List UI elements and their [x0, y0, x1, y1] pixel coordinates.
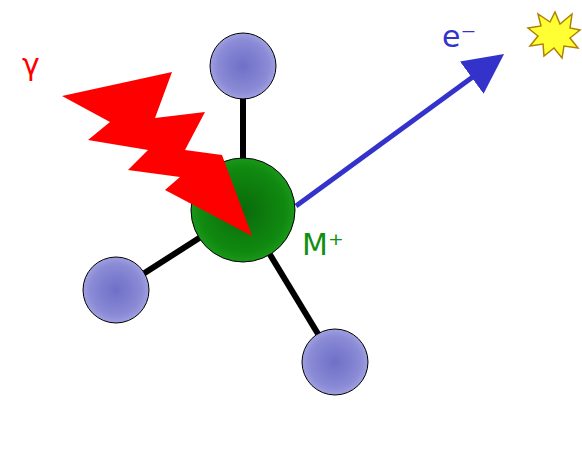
- detector-starburst: [528, 12, 580, 58]
- photon-bolt: [62, 72, 252, 236]
- ion-symbol: M⁺: [302, 230, 344, 260]
- electron-symbol: e⁻: [442, 22, 476, 52]
- electron-arrow: [296, 60, 496, 206]
- photon-symbol: γ: [22, 50, 40, 80]
